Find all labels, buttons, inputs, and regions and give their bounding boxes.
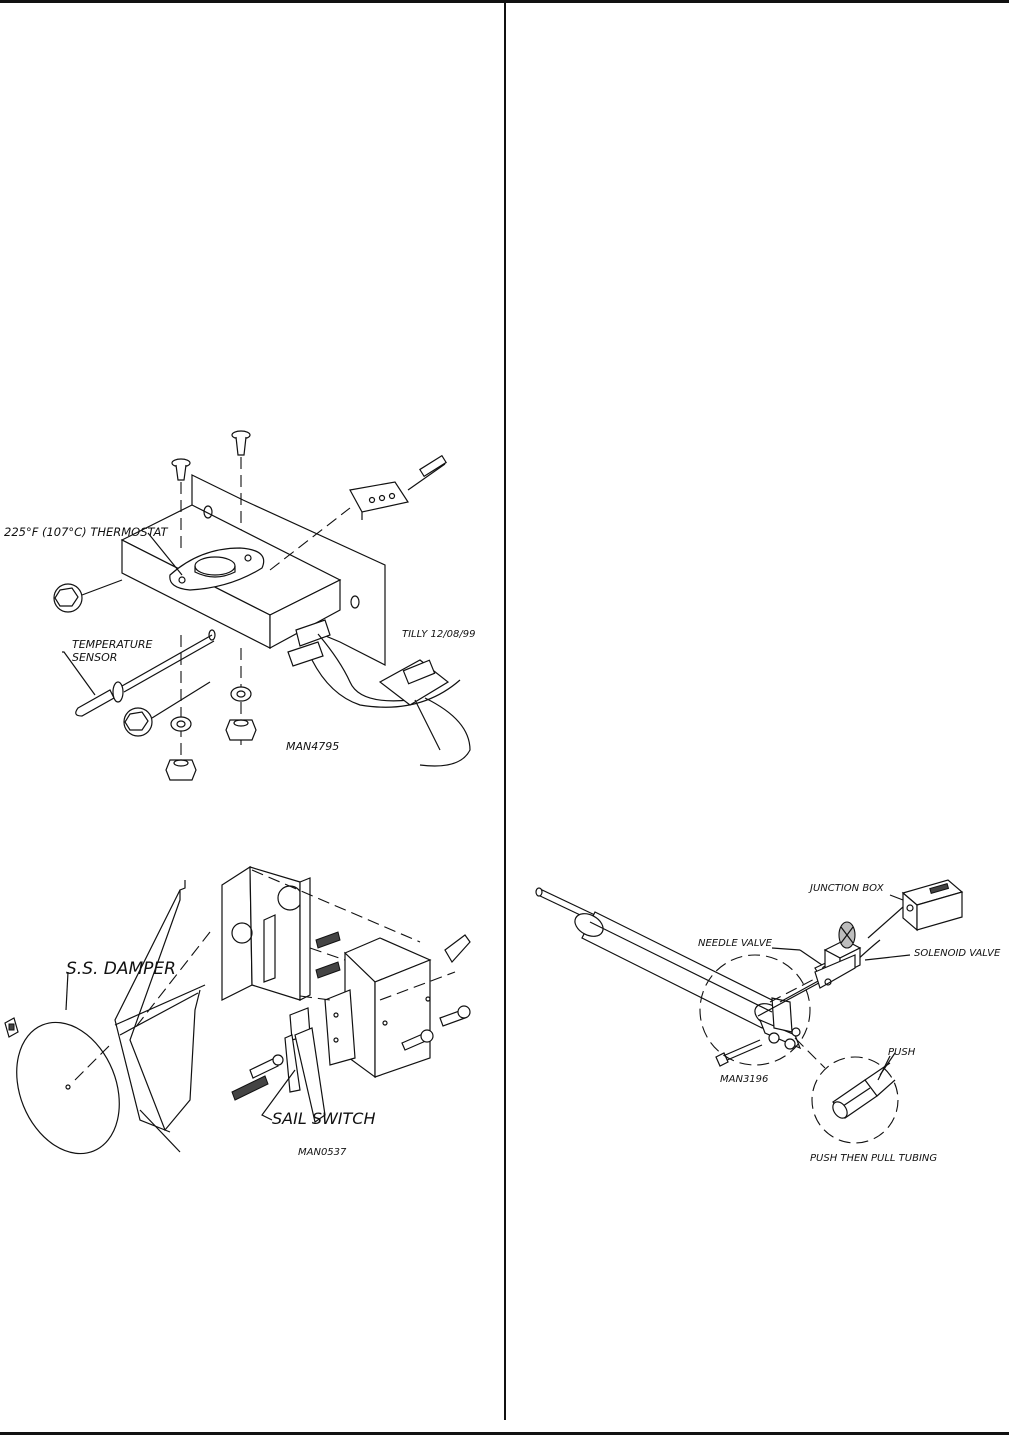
push-pull-label: PUSH THEN PULL TUBING bbox=[810, 1153, 937, 1164]
drawing-number-man3196: MAN3196 bbox=[720, 1074, 768, 1085]
drawing-number-man4795: MAN4795 bbox=[286, 740, 339, 753]
flange-nut-lower bbox=[123, 707, 153, 737]
clip-top-right bbox=[444, 934, 471, 964]
sensor-connector bbox=[287, 619, 471, 767]
temperature-sensor-probe bbox=[75, 634, 215, 717]
screw-right bbox=[231, 430, 251, 456]
rear-mounting-bracket bbox=[343, 937, 432, 1079]
lock-washer-left bbox=[170, 716, 192, 732]
column-divider bbox=[504, 0, 506, 1420]
ss-damper-label: S.S. DAMPER bbox=[66, 959, 176, 979]
flange-nut-upper bbox=[53, 583, 83, 613]
lock-washer-right bbox=[230, 686, 252, 702]
solenoid-valve-assembly-diagram: JUNCTION BOX NEEDLE VALVE SOLENOID VALVE… bbox=[535, 879, 1001, 1164]
thermostat-assembly-diagram: 225°F (107°C) THERMOSTAT TEMPERATURE SEN… bbox=[4, 430, 475, 781]
screw-left bbox=[171, 458, 191, 481]
needle-valve-label: NEEDLE VALVE bbox=[698, 938, 773, 949]
switch-screw-4 bbox=[231, 1075, 269, 1101]
sensor-label-line2: SENSOR bbox=[72, 651, 117, 664]
switch-screw-1 bbox=[315, 931, 341, 949]
solenoid-valve-label: SOLENOID VALVE bbox=[914, 948, 1001, 959]
cylinder-bolt bbox=[715, 1039, 763, 1067]
cylinder-mount-bracket bbox=[758, 997, 802, 1050]
thermostat-label: 225°F (107°C) THERMOSTAT bbox=[4, 525, 169, 539]
air-cylinder bbox=[574, 911, 784, 1029]
sail-switch-label: SAIL SWITCH bbox=[272, 1109, 376, 1128]
push-fitting bbox=[832, 1052, 896, 1119]
connector-plug-top bbox=[349, 454, 447, 520]
bracket-screw-5 bbox=[401, 1029, 434, 1051]
junction-box bbox=[901, 879, 964, 932]
solenoid-valve bbox=[814, 921, 862, 989]
damper-clip bbox=[4, 1017, 19, 1038]
thermostat-disc bbox=[169, 547, 265, 591]
bracket-screw-6 bbox=[439, 1005, 471, 1027]
damper-arm bbox=[114, 880, 206, 1153]
junction-box-label: JUNCTION BOX bbox=[808, 883, 885, 894]
switch-screw-2 bbox=[315, 961, 341, 979]
hex-nut-left bbox=[165, 759, 197, 781]
sail-switch-assembly-diagram: S.S. DAMPER SAIL SWITCH MAN0537 bbox=[4, 865, 471, 1158]
sail-switch-bracket bbox=[221, 865, 311, 1001]
drafter-note: TILLY 12/08/99 bbox=[402, 629, 475, 640]
hex-nut-right bbox=[225, 719, 257, 741]
detail-circle-cylinder bbox=[699, 954, 811, 1066]
sail-switch-body bbox=[284, 989, 356, 1124]
detail-circle-push bbox=[811, 1056, 899, 1144]
ss-damper-disk bbox=[16, 1021, 120, 1155]
sensor-label-line1: TEMPERATURE bbox=[72, 638, 153, 651]
page-bottom-rule bbox=[0, 1432, 1009, 1435]
drawing-number-man0537: MAN0537 bbox=[298, 1147, 347, 1158]
switch-screw-3 bbox=[249, 1054, 284, 1079]
push-label: PUSH bbox=[888, 1047, 916, 1058]
